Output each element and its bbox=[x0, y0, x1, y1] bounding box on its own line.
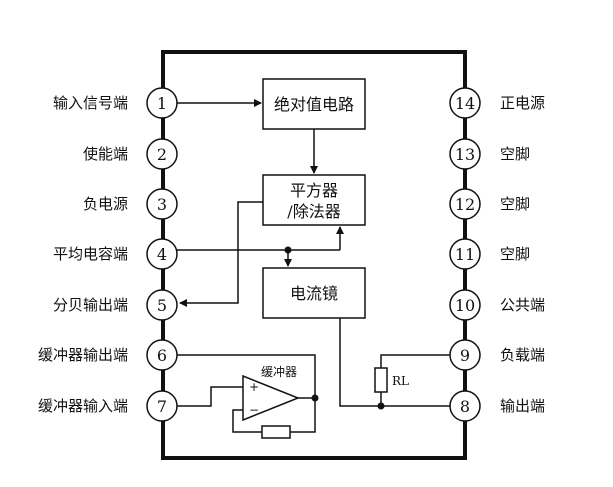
load-resistor: RL bbox=[374, 367, 409, 393]
pin-12-label: 空脚 bbox=[500, 195, 530, 213]
pin-10-label: 公共端 bbox=[500, 296, 545, 314]
pin-8-label: 输出端 bbox=[500, 397, 545, 415]
pin-14: 14 正电源 bbox=[449, 87, 545, 119]
pin-5-number: 5 bbox=[157, 296, 167, 315]
junction-dots bbox=[284, 246, 385, 410]
pin-8-number: 8 bbox=[460, 397, 470, 416]
pin-2-label: 使能端 bbox=[83, 145, 128, 163]
pin-12-number: 12 bbox=[455, 195, 475, 214]
op-amp-plus: + bbox=[249, 380, 259, 394]
load-resistor-label: RL bbox=[392, 374, 409, 388]
buffer-label: 缓冲器 bbox=[261, 364, 297, 379]
pin-10: 10 公共端 bbox=[449, 289, 545, 321]
pin-11: 11 空脚 bbox=[449, 238, 530, 270]
abs-value-block: 绝对值电路 bbox=[262, 78, 366, 130]
current-mirror-block: 电流镜 bbox=[262, 267, 366, 319]
pin-13-label: 空脚 bbox=[500, 145, 530, 163]
left-pins: 1 输入信号端 2 使能端 3 负电源 4 平均电容端 5 分贝输出端 6 缓冲… bbox=[38, 87, 178, 422]
current-mirror-label: 电流镜 bbox=[290, 284, 338, 303]
pin-11-label: 空脚 bbox=[500, 245, 530, 263]
square-divider-label-2: /除法器 bbox=[287, 202, 340, 221]
pin-4-label: 平均电容端 bbox=[53, 245, 128, 263]
pin-2: 2 使能端 bbox=[83, 138, 178, 170]
pin-11-number: 11 bbox=[455, 245, 475, 264]
op-amp-minus: − bbox=[249, 403, 259, 417]
pin-6-number: 6 bbox=[157, 346, 167, 365]
pin-9-number: 9 bbox=[460, 346, 470, 365]
wires bbox=[177, 99, 450, 433]
pin-10-number: 10 bbox=[455, 296, 475, 315]
pin-13-number: 13 bbox=[455, 145, 475, 164]
pin-7: 7 缓冲器输入端 bbox=[38, 390, 178, 422]
pin-4: 4 平均电容端 bbox=[53, 238, 178, 270]
abs-value-label: 绝对值电路 bbox=[274, 95, 354, 114]
pin-2-number: 2 bbox=[157, 145, 167, 164]
pin-14-label: 正电源 bbox=[500, 94, 545, 112]
pin-5-label: 分贝输出端 bbox=[53, 296, 128, 314]
square-divider-block: 平方器 /除法器 bbox=[262, 174, 366, 226]
pin-5: 5 分贝输出端 bbox=[53, 289, 178, 321]
pin-14-number: 14 bbox=[455, 94, 475, 113]
pin-7-number: 7 bbox=[157, 397, 167, 416]
pin-1-number: 1 bbox=[157, 94, 167, 113]
pin-13: 13 空脚 bbox=[449, 138, 530, 170]
pin-8: 8 输出端 bbox=[449, 390, 545, 422]
pin-12: 12 空脚 bbox=[449, 188, 530, 220]
pin-6-label: 缓冲器输出端 bbox=[38, 346, 128, 364]
pin-1-label: 输入信号端 bbox=[53, 94, 128, 112]
pin-3-number: 3 bbox=[157, 195, 167, 214]
pin-9: 9 负载端 bbox=[449, 339, 545, 371]
buffer-op-amp: + − 缓冲器 bbox=[242, 364, 301, 439]
pin-7-label: 缓冲器输入端 bbox=[38, 397, 128, 415]
pin-3: 3 负电源 bbox=[83, 188, 178, 220]
pin-4-number: 4 bbox=[157, 245, 167, 264]
pin-1: 1 输入信号端 bbox=[53, 87, 178, 119]
square-divider-label-1: 平方器 bbox=[290, 181, 338, 200]
right-pins: 14 正电源 13 空脚 12 空脚 11 空脚 10 公共端 9 负载端 bbox=[449, 87, 545, 422]
pin-3-label: 负电源 bbox=[83, 195, 128, 213]
pin-9-label: 负载端 bbox=[500, 346, 545, 364]
feedback-resistor bbox=[261, 425, 291, 439]
pin-6: 6 缓冲器输出端 bbox=[38, 339, 178, 371]
